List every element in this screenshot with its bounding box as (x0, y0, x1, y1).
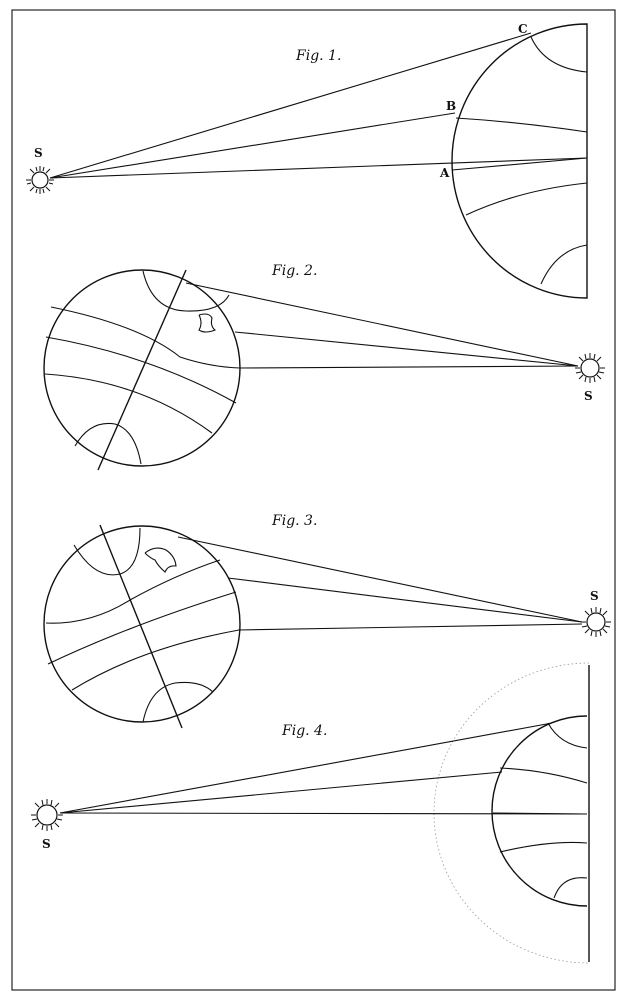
figure-1-antarctic-arc (540, 244, 588, 285)
plate-border (11, 9, 616, 991)
figure-3-south-tropic-arc (71, 629, 240, 691)
figure-4-south-tropic-arc (499, 841, 588, 853)
figure-1-ray-a (49, 157, 588, 179)
figure-2-arctic-arc (142, 270, 230, 312)
figure-4-arctic-arc (547, 722, 588, 749)
figure-1-ray-c (49, 32, 532, 179)
figure-4-sun-label: S (42, 837, 51, 851)
figure-2-land-sketch (198, 313, 217, 333)
figure-1-sun-icon (26, 166, 54, 194)
figure-2-earth-outline (43, 269, 241, 467)
figure-3-ray-bottom (237, 623, 583, 631)
figure-3-axis (99, 524, 183, 729)
figure-1: Fig. 1. C B A S (26, 22, 588, 299)
figure-1-equator-line (451, 157, 588, 171)
figure-2-equator-line (45, 336, 237, 404)
figure-2-tropic-arc (50, 306, 241, 369)
figure-4-earth-outline (491, 715, 588, 907)
figure-3-land-sketch (144, 547, 177, 573)
figure-1-point-a: A (439, 166, 450, 180)
figure-2-label: Fig. 2. (271, 263, 317, 279)
figure-2: Fig. 2. S (43, 263, 605, 471)
figure-1-arctic-arc (530, 36, 588, 73)
figure-3-tropic-arc (45, 559, 221, 624)
figure-3-sun-icon (581, 607, 611, 637)
figure-1-earth-outline (451, 23, 588, 299)
figure-1-sun-label: S (34, 146, 43, 160)
figure-1-south-tropic-arc (465, 182, 588, 216)
figure-4-antarctic-arc (553, 877, 588, 899)
figure-1-label: Fig. 1. (295, 48, 341, 64)
figure-2-ray-top (185, 282, 579, 367)
figure-2-ray-mid (234, 331, 579, 367)
figure-3-earth-outline (43, 525, 241, 723)
figure-3: Fig. 3. S (43, 513, 611, 729)
figure-4-ray-top (59, 722, 553, 814)
figure-2-ray-bottom (239, 365, 579, 369)
figure-1-tropic-arc (455, 117, 588, 133)
figure-4-sun-icon (31, 799, 63, 831)
figure-3-ray-top (177, 536, 583, 623)
figure-2-south-tropic-arc (44, 373, 213, 434)
figure-4-ray-mid (59, 771, 503, 814)
figure-2-antarctic-arc (74, 422, 142, 465)
figure-4-label: Fig. 4. (281, 723, 327, 739)
figure-3-label: Fig. 3. (271, 513, 317, 529)
figure-3-arctic-arc (73, 527, 141, 576)
figure-2-sun-icon (575, 353, 605, 383)
figure-4-orbit-dotted (433, 662, 590, 964)
figure-2-axis (97, 269, 187, 471)
figure-3-sun-label: S (590, 589, 599, 603)
figure-2-sun-label: S (584, 389, 593, 403)
figure-4: Fig. 4. S (31, 662, 590, 964)
figure-3-equator-line (47, 591, 237, 665)
figure-3-ray-mid (227, 577, 583, 623)
figure-4-ray-bottom (59, 812, 588, 815)
figure-1-ray-b (49, 112, 456, 179)
figure-1-point-c: C (518, 22, 528, 36)
figure-3-antarctic-arc (142, 681, 214, 723)
figure-4-tropic-arc (499, 767, 588, 784)
figure-1-point-b: B (446, 99, 456, 113)
